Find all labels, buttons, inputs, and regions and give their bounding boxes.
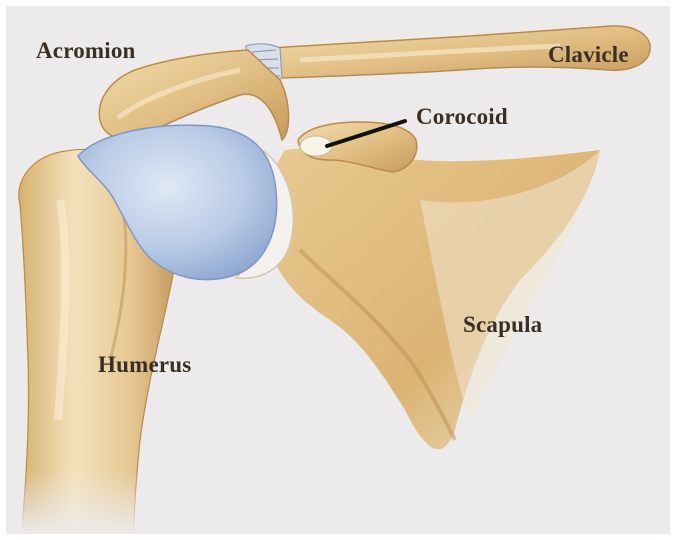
- scapula-label: Scapula: [463, 312, 542, 338]
- bottom-fade: [6, 470, 670, 534]
- clavicle-label: Clavicle: [548, 42, 629, 68]
- humerus-label: Humerus: [98, 352, 191, 378]
- corocoid-label: Corocoid: [416, 104, 508, 130]
- acromion-label: Acromion: [36, 38, 136, 64]
